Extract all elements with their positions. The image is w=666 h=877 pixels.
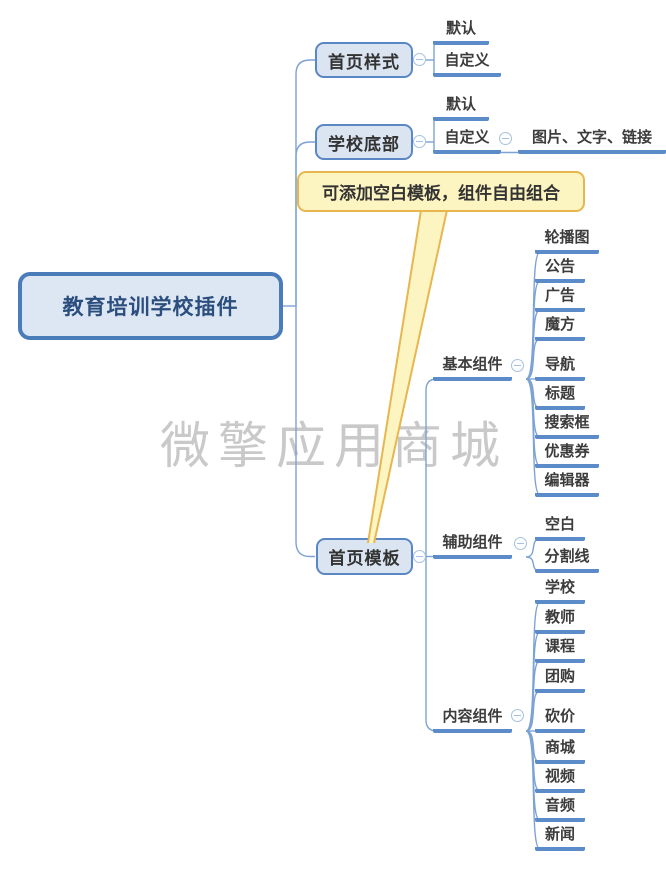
node-style-custom[interactable]: 自定义 [433, 52, 501, 77]
node-course[interactable]: 课程 [535, 638, 585, 663]
node-navigation[interactable]: 导航 [535, 356, 585, 381]
collapse-icon[interactable] [413, 135, 426, 148]
topic-school-footer[interactable]: 学校底部 [315, 124, 413, 160]
collapse-icon[interactable] [413, 53, 426, 66]
collapse-icon[interactable] [511, 359, 524, 372]
topic-homepage-style[interactable]: 首页样式 [315, 42, 413, 78]
connector-topic3-trunk [425, 378, 438, 732]
subtopic-aux-components[interactable]: 辅助组件 [433, 534, 512, 559]
topic-homepage-template[interactable]: 首页模板 [316, 538, 413, 575]
collapse-icon[interactable] [511, 709, 524, 722]
node-style-default[interactable]: 默认 [433, 20, 489, 45]
root-node[interactable]: 教育培训学校插件 [18, 272, 283, 340]
node-advert[interactable]: 广告 [535, 287, 585, 312]
subtopic-basic-components[interactable]: 基本组件 [433, 356, 512, 381]
node-blank[interactable]: 空白 [535, 516, 585, 541]
node-editor[interactable]: 编辑器 [535, 472, 599, 497]
connector-root-to-topic1 [295, 59, 315, 306]
node-divider[interactable]: 分割线 [535, 548, 599, 573]
node-coupon[interactable]: 优惠券 [535, 443, 599, 468]
node-groupbuy[interactable]: 团购 [535, 668, 585, 693]
node-searchbox[interactable]: 搜索框 [535, 414, 599, 439]
node-image-text-link[interactable]: 图片、文字、链接 [518, 129, 666, 154]
connector-basic-9 [525, 378, 541, 496]
node-carousel[interactable]: 轮播图 [535, 229, 599, 254]
node-title[interactable]: 标题 [535, 385, 585, 410]
watermark-text: 微擎应用商城 [160, 417, 508, 475]
collapse-icon[interactable] [413, 550, 426, 563]
node-cube[interactable]: 魔方 [535, 316, 585, 341]
subtopic-content-components[interactable]: 内容组件 [433, 708, 512, 733]
node-announcement[interactable]: 公告 [535, 258, 585, 283]
node-bargain[interactable]: 砍价 [535, 708, 585, 733]
node-teacher[interactable]: 教师 [535, 609, 585, 634]
collapse-icon[interactable] [499, 132, 512, 145]
node-footer-custom[interactable]: 自定义 [433, 129, 501, 154]
node-audio[interactable]: 音频 [535, 797, 585, 822]
callout-note[interactable]: 可添加空白模板，组件自由组合 [297, 171, 585, 212]
node-school[interactable]: 学校 [535, 579, 585, 604]
connector-root-to-topic2 [295, 141, 315, 306]
node-video[interactable]: 视频 [535, 768, 585, 793]
node-footer-default[interactable]: 默认 [433, 96, 489, 121]
collapse-icon[interactable] [514, 537, 527, 550]
node-mall[interactable]: 商城 [535, 739, 585, 764]
connector-root-to-topic3 [295, 306, 315, 558]
node-news[interactable]: 新闻 [535, 826, 585, 851]
connector-content-9 [525, 730, 541, 850]
